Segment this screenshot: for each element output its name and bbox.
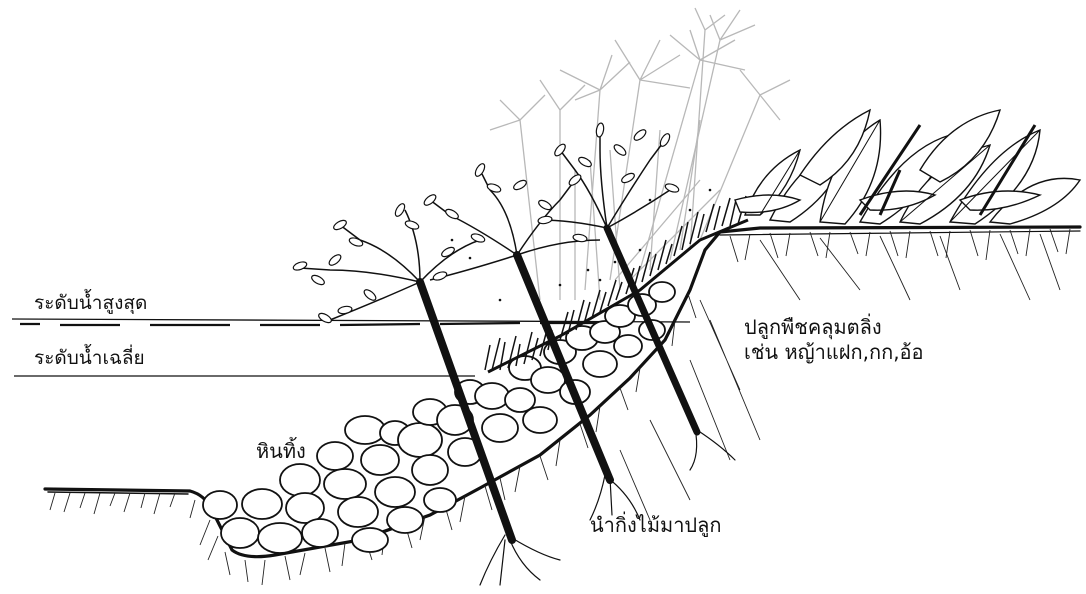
planted-cuttings-label: นำกิ่งไม้มาปลูก (590, 513, 722, 538)
background-reeds (490, 8, 790, 300)
ground-cover-label-line2: เช่น หญ้าแฝก,กก,อ้อ (744, 340, 924, 365)
ground-cover-shrubs (735, 110, 1080, 224)
cutting-branches (300, 130, 670, 320)
max-water-level-label: ระดับน้ำสูงสุด (34, 292, 147, 316)
avg-water-level-label: ระดับน้ำเฉลี่ย (34, 347, 145, 371)
riprap-label: หินทิ้ง (256, 439, 306, 464)
cutting-leaves (292, 122, 680, 324)
ground-cover-label: ปลูกพืชคลุมตลิ่ง เช่น หญ้าแฝก,กก,อ้อ (744, 315, 924, 365)
ground-cover-label-line1: ปลูกพืชคลุมตลิ่ง (744, 315, 924, 340)
